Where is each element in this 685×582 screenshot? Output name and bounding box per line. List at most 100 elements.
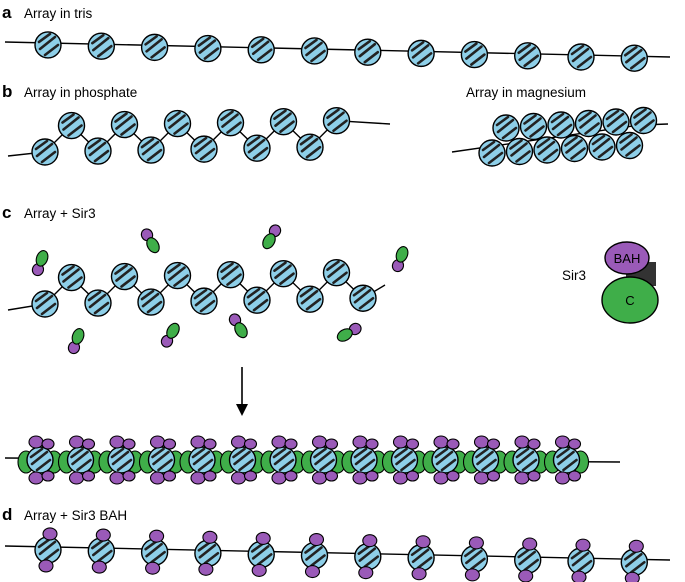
bah-domain	[243, 470, 258, 482]
bah-domain	[149, 435, 166, 449]
nucleosome	[513, 41, 543, 71]
bah-domain	[271, 435, 287, 449]
panel-d: d Array + Sir3 BAH	[2, 505, 671, 582]
panel-b: b Array in phosphate Array in magnesium	[2, 82, 669, 168]
nucleosome	[619, 547, 649, 577]
nucleosome	[110, 110, 139, 139]
nucleosome	[430, 445, 460, 475]
bah-domain	[522, 537, 538, 551]
bah-domain	[284, 470, 298, 482]
nucleosome	[349, 445, 379, 475]
nucleosome	[57, 111, 86, 140]
nucleosome	[477, 138, 507, 168]
nucleosome	[193, 34, 223, 63]
bah-domain	[203, 438, 217, 450]
sir3-protein	[66, 326, 87, 356]
panel-a-letter: a	[2, 3, 12, 22]
sir3-protein	[226, 311, 251, 341]
bah-domain	[28, 471, 44, 485]
bah-domain	[198, 562, 214, 576]
nucleosome	[110, 262, 139, 291]
bah-domain	[324, 438, 339, 450]
nucleosome	[216, 260, 245, 289]
sir3-protein	[138, 226, 163, 256]
nucleosome	[491, 113, 521, 143]
nucleosome	[136, 135, 166, 165]
bah-domain	[527, 438, 541, 450]
nucleosome	[309, 445, 338, 475]
nucleosome	[601, 107, 631, 137]
bah-domain	[109, 471, 125, 485]
nucleosome	[242, 133, 272, 163]
nucleosome	[300, 36, 329, 66]
nucleosome	[629, 106, 658, 135]
bah-domain	[324, 470, 339, 482]
bah-domain	[162, 470, 177, 482]
nucleosome	[269, 259, 298, 288]
bah-domain	[255, 531, 271, 545]
bah-domain	[95, 528, 111, 542]
bah-domain	[352, 435, 368, 449]
sir3-protein	[259, 222, 284, 252]
nucleosome	[228, 445, 257, 475]
bah-domain	[109, 435, 125, 449]
bah-domain	[202, 530, 218, 544]
bah-domain	[68, 435, 85, 449]
sir3-legend: Sir3 BAH C	[562, 241, 659, 324]
panel-c-caption: Array + Sir3	[24, 206, 96, 221]
nucleosome	[390, 445, 419, 475]
bah-domain	[358, 566, 374, 580]
nucleosome	[587, 132, 617, 162]
bah-domain	[230, 435, 247, 449]
nucleosome	[66, 445, 95, 475]
nucleosome	[348, 283, 378, 313]
sir3-protein	[334, 320, 364, 345]
nucleosome	[322, 106, 351, 136]
nucleosome	[566, 546, 596, 576]
bah-domain	[446, 438, 460, 450]
nucleosome	[353, 542, 383, 571]
bah-domain	[486, 438, 501, 450]
bah-domain	[518, 569, 534, 582]
nucleosome	[560, 134, 589, 163]
nucleosome	[513, 545, 543, 575]
bah-domain	[628, 539, 644, 553]
nucleosome	[87, 536, 116, 566]
bah-domain	[28, 435, 44, 449]
nucleosome	[519, 112, 548, 141]
sir3-protein	[390, 244, 411, 274]
nucleosome	[242, 285, 272, 315]
c-domain-label: C	[625, 293, 634, 308]
bah-domain	[433, 471, 449, 485]
bah-domain	[392, 471, 409, 485]
panel-b-letter: b	[2, 82, 12, 101]
bah-domain	[149, 529, 165, 543]
nucleosome	[246, 540, 276, 569]
bah-domain	[411, 567, 427, 581]
bah-domain	[271, 471, 287, 485]
bah-domain-label: BAH	[614, 251, 641, 266]
bah-domain	[41, 438, 55, 450]
bah-domain	[311, 435, 328, 449]
bah-domain	[81, 470, 96, 482]
bah-domain	[122, 438, 136, 450]
nucleosome	[163, 109, 192, 138]
bah-domain	[365, 438, 379, 450]
nucleosome	[505, 137, 534, 166]
panel-d-letter: d	[2, 505, 12, 524]
bah-domain	[284, 438, 298, 450]
nucleosome	[33, 535, 63, 565]
bah-domain	[304, 564, 321, 579]
compact-array-magnesium	[451, 106, 669, 168]
nucleosome	[189, 286, 219, 316]
bah-domain	[567, 438, 582, 450]
nucleosome	[106, 445, 136, 475]
legend-protein-label: Sir3	[562, 268, 586, 283]
nucleosome	[216, 108, 245, 137]
nucleosome	[147, 445, 176, 475]
nucleosome	[615, 131, 644, 160]
bah-domain	[68, 471, 85, 485]
nucleosome	[353, 37, 383, 67]
panel-c: c Array + Sir3 Sir3 BAH C	[2, 203, 659, 485]
nucleosome	[83, 288, 113, 318]
